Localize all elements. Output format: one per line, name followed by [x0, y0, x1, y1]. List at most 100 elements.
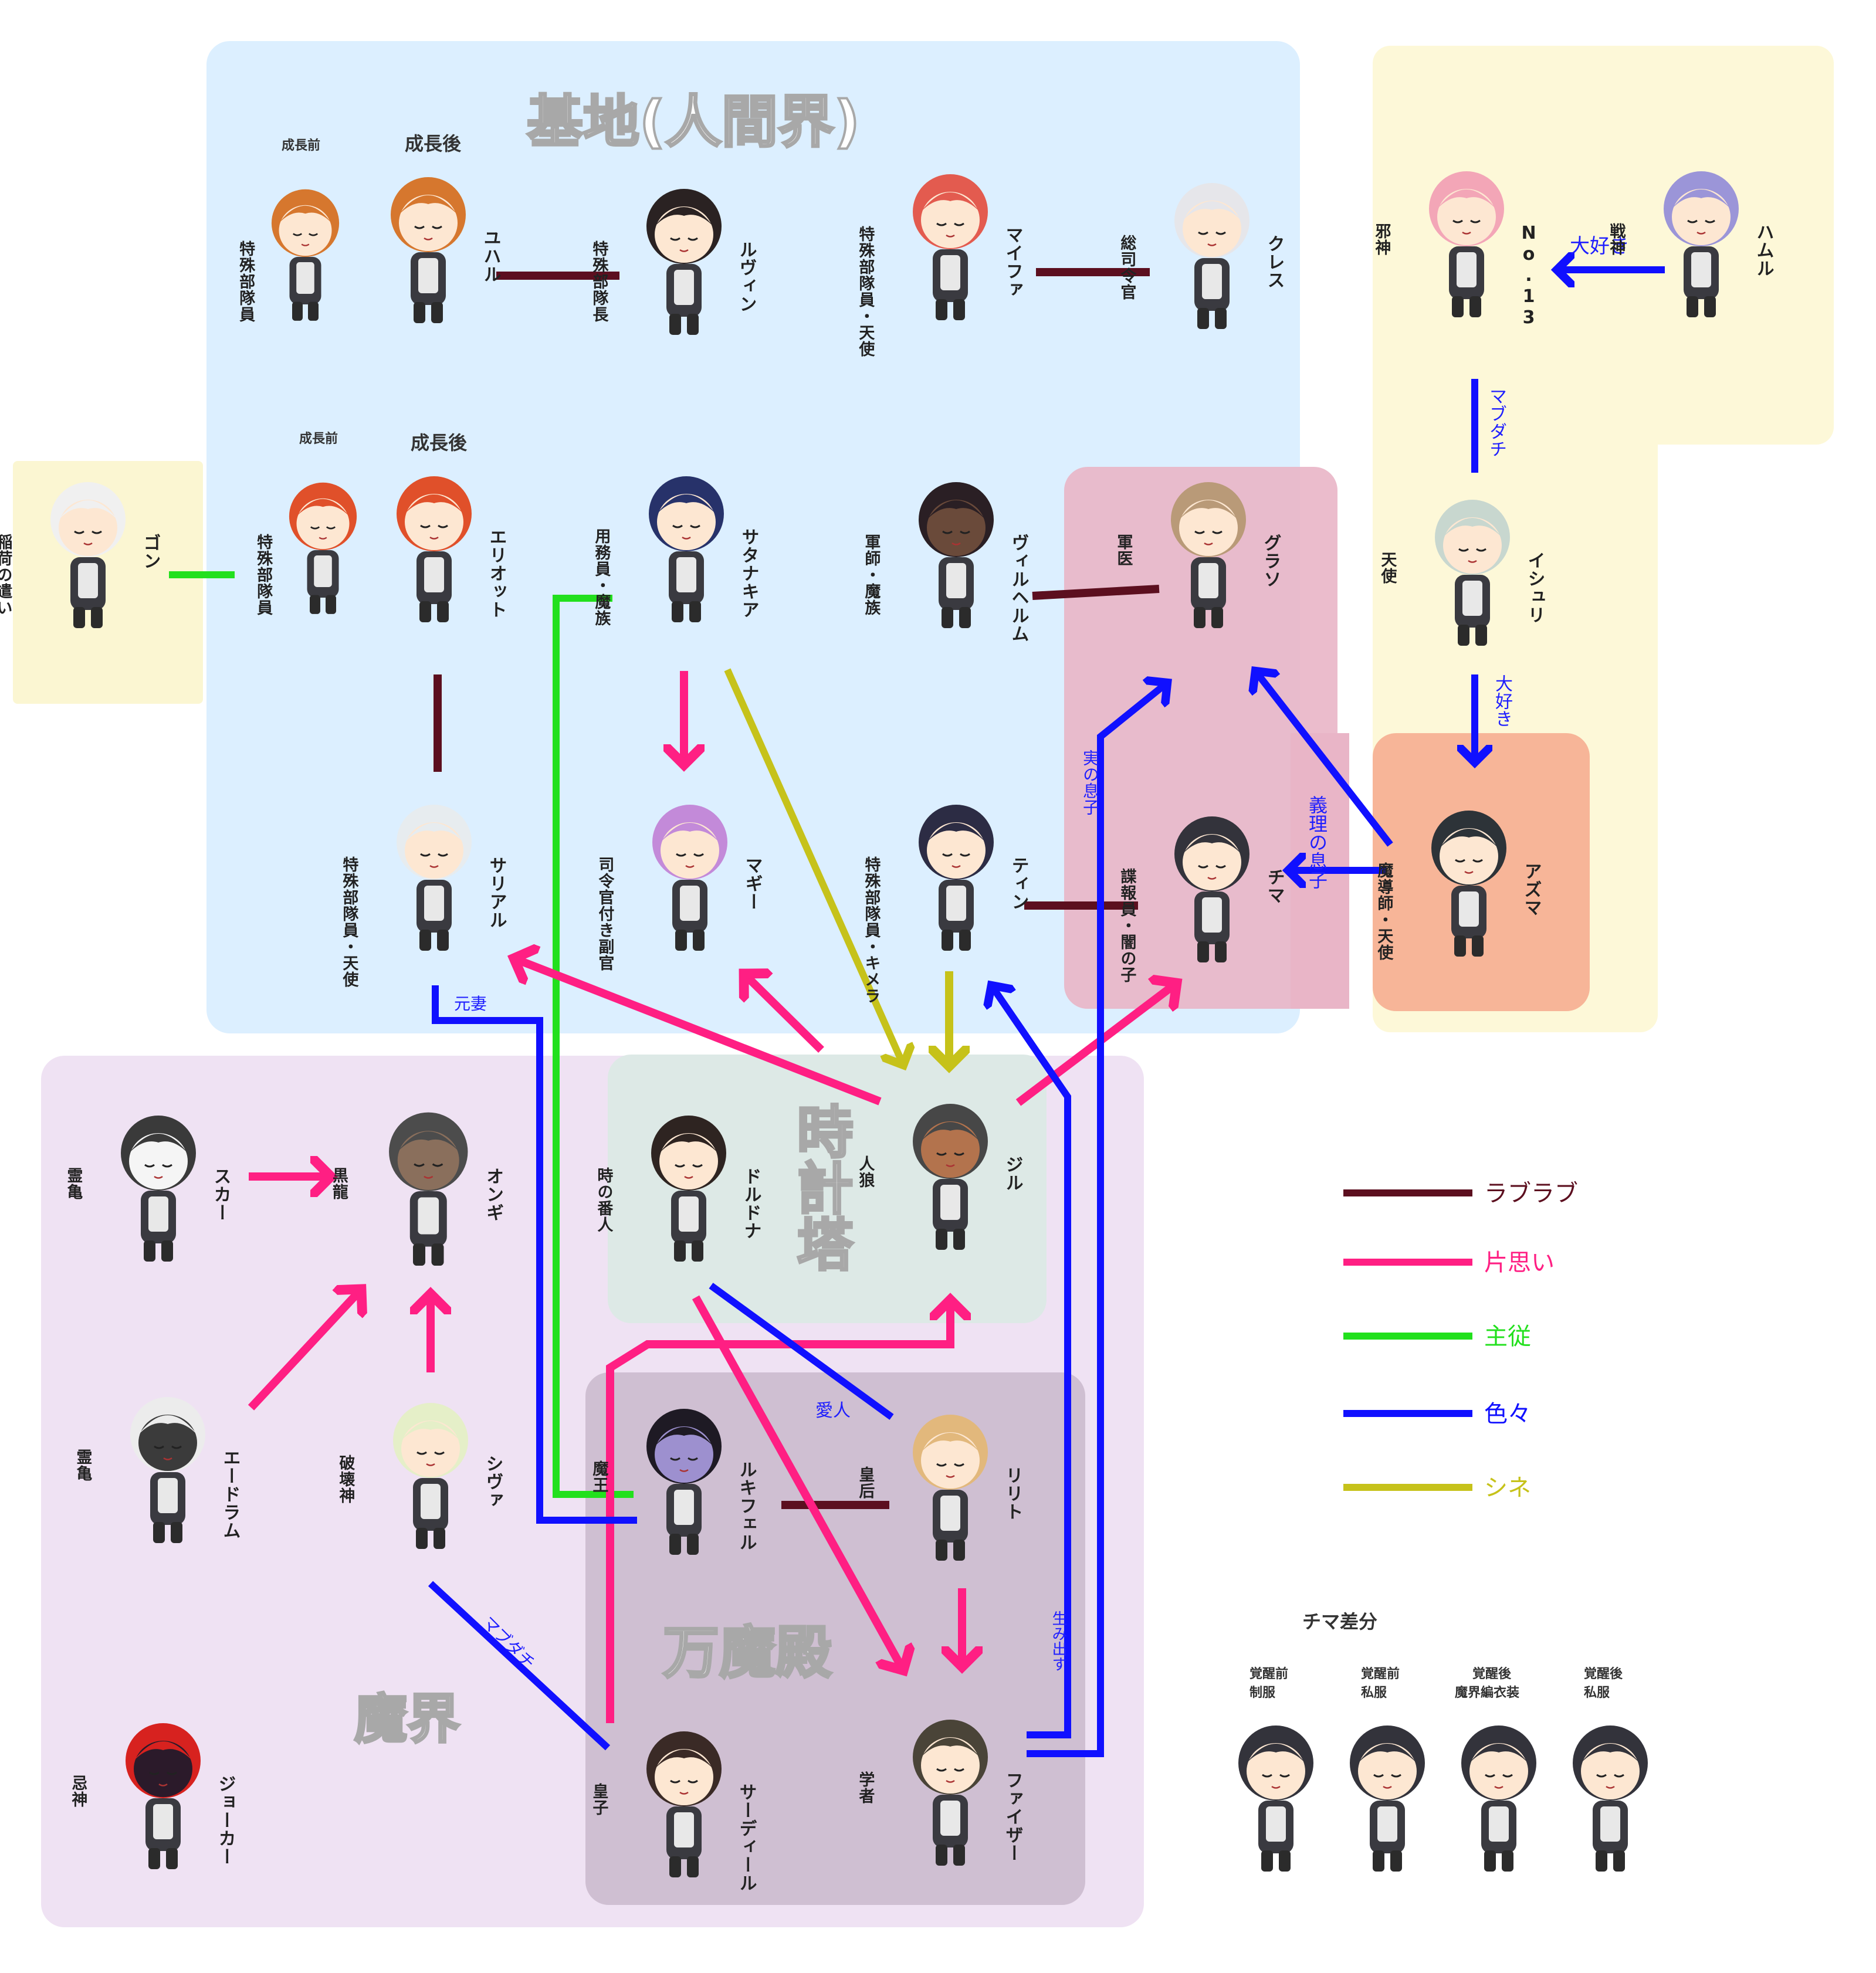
character-figure: [646, 1731, 722, 1877]
character-figure: [919, 482, 994, 628]
character-name: イシュリ: [1524, 551, 1545, 624]
character-name: エリオット: [486, 528, 507, 619]
character-role: 稲荷の遣い: [0, 534, 12, 616]
line-shiva-sardiel: [428, 1581, 611, 1751]
character-role: 用務員・魔族: [592, 528, 611, 626]
legend-swatch: [1343, 1410, 1472, 1417]
variant-figure-svg: [1573, 1725, 1648, 1872]
character-role: 特殊部隊員・天使: [340, 856, 358, 988]
variant-figure-svg: [1350, 1725, 1425, 1872]
character-stage-note: 成長後: [405, 133, 462, 155]
chima-variants: チマ差分 覚醒前制服覚醒前私服覚醒後魔界編衣装覚醒後私服: [1214, 1607, 1672, 1912]
character-name: チマ: [1264, 868, 1285, 904]
character-phaiser: [900, 1701, 1000, 1871]
arrow-phaiser-tin: [991, 985, 1071, 1738]
arrow-satanakia-jil: [724, 668, 903, 1065]
variant-label-line2: 魔界編衣装: [1455, 1686, 1520, 1700]
legend: ラブラブ 片思い 主従 色々 シネ: [1337, 1167, 1596, 1519]
character-name: ファイザー: [1002, 1771, 1023, 1862]
character-cres: [1162, 164, 1262, 334]
character-name: ハムル: [1753, 223, 1774, 277]
base-title: 基地(人間界): [526, 88, 861, 156]
label-daisuki-top: 大好き: [1570, 235, 1630, 258]
character-role: 軍医: [1114, 534, 1133, 567]
character-figure: [1174, 183, 1249, 329]
character-figure: [1435, 500, 1510, 646]
character-name: No.13: [1518, 223, 1539, 328]
character-figure: [919, 805, 994, 951]
arrow-dorudona-phaiser: [692, 1295, 903, 1670]
line-wilhelm-graso: [1032, 585, 1160, 600]
arrow-azuma-graso: [1255, 671, 1393, 847]
label-aijin: 愛人: [815, 1401, 851, 1421]
arrow-edoram-ongi: [248, 1289, 361, 1411]
character-role: 時の番人: [594, 1167, 613, 1233]
variant-label-line1: 覚醒前: [1361, 1667, 1400, 1682]
character-figure: [130, 1397, 205, 1543]
character-figure: [271, 189, 339, 321]
character-role: 霊亀: [64, 1167, 83, 1200]
character-lucifel: [634, 1390, 734, 1560]
character-role: 魔王: [590, 1460, 608, 1493]
character-role: 人狼: [856, 1155, 875, 1188]
character-satanakia: [636, 457, 736, 628]
character-name: ティン: [1008, 856, 1029, 911]
character-figure: [913, 1415, 988, 1561]
character-name: グラソ: [1260, 534, 1281, 588]
character-maifa: [900, 155, 1000, 326]
character-figure: [1174, 816, 1249, 962]
character-name: サタナキア: [738, 528, 759, 619]
character-role: 忌神: [69, 1775, 87, 1808]
legend-swatch: [1343, 1259, 1472, 1266]
character-role: 諜報員・闇の子: [1118, 868, 1136, 983]
character-role: 特殊部隊員・キメラ: [862, 856, 881, 1004]
tenkai-region: [1373, 46, 1834, 445]
character-luvin: [634, 170, 734, 340]
character-figure: [391, 177, 466, 323]
character-azuma: [1419, 792, 1519, 962]
character-ongi: [376, 1093, 481, 1272]
arrow-sardiel-jil: [606, 1300, 950, 1723]
character-yuhal-after: [378, 158, 478, 328]
character-name: ルキフェル: [736, 1460, 757, 1551]
character-role: 皇子: [590, 1783, 608, 1816]
legend-label: ラブラブ: [1484, 1180, 1578, 1207]
variant-figure: [1226, 1707, 1326, 1877]
character-dorudona: [639, 1097, 739, 1267]
character-stage-note: 成長前: [282, 138, 321, 153]
character-name: アズマ: [1521, 862, 1542, 917]
character-chima: [1162, 798, 1262, 968]
character-maggie: [640, 786, 740, 956]
character-figure: [1429, 171, 1504, 317]
character-role: 総司令官: [1118, 235, 1136, 300]
variant-label-line2: 私服: [1361, 1686, 1387, 1700]
character-role: 特殊部隊員・天使: [856, 226, 875, 357]
character-name: サリアル: [486, 856, 507, 929]
character-role: 霊亀: [73, 1449, 92, 1482]
character-role: 邪神: [1372, 223, 1391, 256]
variant-figure-svg: [1461, 1725, 1536, 1872]
line-satanakia-lucifel: [553, 595, 634, 1498]
underworld-title: 魔界: [353, 1687, 461, 1751]
label-daisuki-side: 大好き: [1492, 674, 1512, 727]
character-figure: [397, 805, 472, 951]
character-sardiel: [634, 1713, 734, 1883]
character-ishuri: [1423, 481, 1522, 651]
variant-figure: [1337, 1707, 1437, 1877]
character-stage-note: 成長後: [411, 432, 468, 454]
character-hamul: [1651, 152, 1751, 323]
character-figure: [913, 1104, 988, 1250]
variant-label-line1: 覚醒前: [1249, 1667, 1289, 1682]
variant-label-line2: 私服: [1584, 1686, 1610, 1700]
character-edoram: [118, 1378, 218, 1548]
character-figure: [913, 174, 988, 320]
character-role: 破壊神: [336, 1455, 355, 1504]
label-jitsu-musuko: 実の息子: [1081, 750, 1100, 815]
variants-title: チマ差分: [1302, 1611, 1378, 1633]
character-name: サーディール: [736, 1783, 757, 1892]
character-name: ジョーカー: [215, 1775, 236, 1866]
character-name: ゴン: [140, 534, 161, 570]
character-role: 学者: [856, 1771, 875, 1804]
character-shiva: [381, 1384, 480, 1554]
